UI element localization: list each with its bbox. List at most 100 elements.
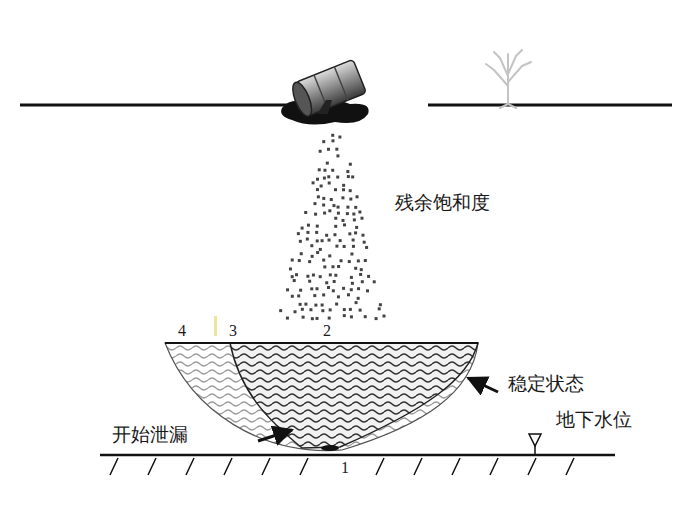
callout-number: 3 <box>229 322 237 340</box>
plume-dot <box>322 293 325 296</box>
plume-dot <box>350 252 353 255</box>
plume-dot <box>319 248 322 251</box>
plume-dot <box>334 217 337 220</box>
plume-dot <box>337 295 340 298</box>
plume-dot <box>331 169 334 172</box>
plume-dot <box>314 213 317 216</box>
plume-dot <box>316 251 319 254</box>
plume-dot <box>314 304 317 307</box>
plume-dot <box>347 175 350 178</box>
plume-dot <box>316 178 319 181</box>
hatch-stroke <box>186 458 194 475</box>
plume-dot <box>319 150 322 153</box>
zone-label: 残余饱和度 <box>395 192 490 214</box>
plume-dot <box>341 196 344 199</box>
plume-dot <box>306 231 309 234</box>
plume-dot <box>343 308 346 311</box>
plume-dot <box>331 134 334 137</box>
plume-dot <box>364 259 367 262</box>
plume-dot <box>335 245 338 248</box>
plume-dot <box>328 209 331 212</box>
plume-dot <box>347 293 350 296</box>
plume-dot <box>334 225 337 228</box>
plume-dot <box>301 308 304 311</box>
plume-dot <box>349 308 352 311</box>
plume-dot <box>286 317 289 320</box>
hatch-stroke <box>262 458 270 475</box>
plume-dot <box>325 281 328 284</box>
plume-dot <box>335 148 338 151</box>
plume-dot <box>293 279 296 282</box>
plume-dot <box>350 315 353 318</box>
plume-dot <box>355 301 358 304</box>
plume-dot <box>367 275 370 278</box>
spill-puddle <box>281 99 369 124</box>
plume-dot <box>286 288 289 291</box>
plume-dot <box>353 218 356 221</box>
plume-dot <box>295 273 298 276</box>
callout-number: 1 <box>341 459 349 477</box>
plume-dot <box>332 289 335 292</box>
plume-dot <box>329 308 332 311</box>
plume-dot <box>312 181 315 184</box>
plume-dot <box>337 212 340 215</box>
plume-dot <box>316 317 319 320</box>
plume-dot <box>323 212 326 215</box>
plume-dot <box>298 259 301 262</box>
plume-dot <box>322 197 325 200</box>
plume-dot <box>378 307 381 310</box>
plume-dot <box>300 252 303 255</box>
callout-number: 4 <box>178 322 186 340</box>
plume-dot <box>297 294 300 297</box>
water-table-symbol <box>529 434 541 455</box>
water-table <box>100 454 615 457</box>
plume-dot <box>349 198 352 201</box>
plume-dot <box>343 245 346 248</box>
callout-number: 2 <box>323 322 331 340</box>
plume-dot <box>323 265 326 268</box>
plume-dot <box>338 136 341 139</box>
plume-dot <box>337 206 340 209</box>
plume-dot <box>308 280 311 283</box>
oil-barrel <box>289 59 366 118</box>
plume-dot <box>362 234 365 237</box>
tree <box>486 50 531 108</box>
plume-dot <box>311 255 314 258</box>
plume-dot <box>341 219 344 222</box>
plume-dot <box>306 275 309 278</box>
plume-dot <box>310 287 313 290</box>
plume-dot <box>354 267 357 270</box>
plume-dot <box>351 175 354 178</box>
plume-dot <box>354 231 357 234</box>
plume-dot <box>308 260 311 263</box>
plume-dot <box>335 303 338 306</box>
leak-drop <box>321 445 339 451</box>
plume-dot <box>312 274 315 277</box>
plume-dot <box>358 210 361 213</box>
plume-dot <box>346 206 349 209</box>
plume-dot <box>337 265 340 268</box>
plume-dot <box>291 258 294 261</box>
plume-dot <box>334 188 337 191</box>
lens-initial-leak <box>230 343 478 448</box>
hatch-stroke <box>490 458 498 475</box>
plume-dot <box>379 303 382 306</box>
plume-dot <box>355 226 358 229</box>
lens-steady-state <box>165 343 478 451</box>
plume-dot <box>330 198 333 201</box>
plume-dot <box>328 317 331 320</box>
plume-dot <box>310 244 313 247</box>
plume-dot <box>306 238 309 241</box>
hatch-stroke <box>566 458 574 475</box>
spill-stream <box>318 100 332 114</box>
plume-dot <box>304 211 307 214</box>
plume-dot <box>329 273 332 276</box>
plume-dot <box>299 240 302 243</box>
plume-dot <box>361 280 364 283</box>
plume-dot <box>316 188 319 191</box>
plume-dot <box>321 309 324 312</box>
plume-dot <box>339 239 342 242</box>
plume-dot <box>349 163 352 166</box>
plume-dot <box>328 239 331 242</box>
